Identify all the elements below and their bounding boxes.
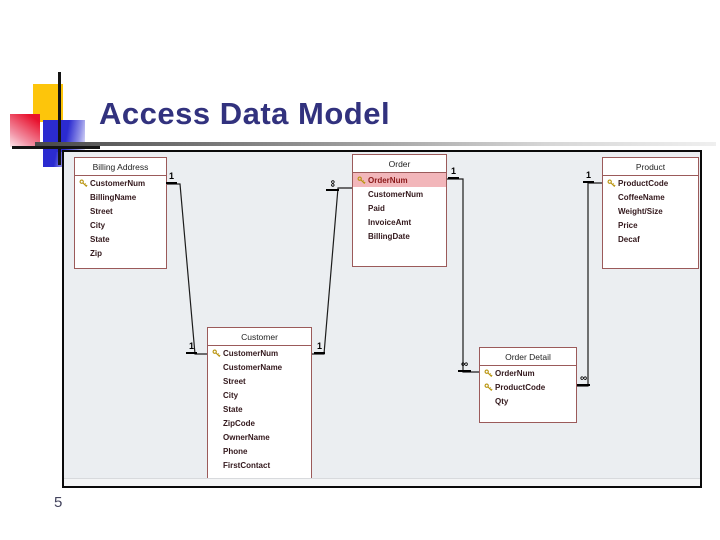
field-name: City bbox=[90, 220, 106, 230]
field-name: Paid bbox=[368, 203, 385, 213]
table-billing-address: Billing Address CustomerNum BillingName … bbox=[74, 157, 167, 269]
access-relationships-panel: Billing Address CustomerNum BillingName … bbox=[62, 150, 702, 488]
field-row: ProductCode bbox=[480, 380, 576, 394]
infinity-glyph: ∞ bbox=[327, 179, 339, 188]
field-row: OrderNum bbox=[480, 366, 576, 380]
field-name: City bbox=[223, 390, 239, 400]
cardinality-many-label: ∞ bbox=[326, 179, 340, 191]
field-name: ZipCode bbox=[223, 418, 255, 428]
primary-key-icon bbox=[484, 369, 495, 378]
field-row: Price bbox=[603, 218, 698, 232]
relationship-line-product-orderdetail bbox=[577, 182, 602, 387]
field-row: CustomerName bbox=[208, 360, 311, 374]
field-name: CustomerName bbox=[223, 362, 283, 372]
decoration-blue-small-square bbox=[43, 152, 62, 167]
field-name: CustomerNum bbox=[90, 178, 146, 188]
field-row: Street bbox=[75, 204, 166, 218]
field-name: FirstContact bbox=[223, 460, 271, 470]
field-row: BillingName bbox=[75, 190, 166, 204]
field-name: State bbox=[223, 404, 243, 414]
slide-page-number: 5 bbox=[54, 494, 63, 511]
table-title: Customer bbox=[208, 328, 311, 346]
field-row: InvoiceAmt bbox=[353, 215, 446, 229]
field-row: Decaf bbox=[603, 232, 698, 246]
page-title: Access Data Model bbox=[99, 96, 391, 131]
field-row: ZipCode bbox=[208, 416, 311, 430]
cardinality-one-label: 1 bbox=[314, 341, 326, 354]
field-row: Weight/Size bbox=[603, 204, 698, 218]
field-name: CustomerNum bbox=[368, 189, 424, 199]
field-name: BillingDate bbox=[368, 231, 410, 241]
field-row: City bbox=[75, 218, 166, 232]
primary-key-icon bbox=[484, 383, 495, 392]
field-name: OrderNum bbox=[368, 175, 408, 185]
field-row: State bbox=[208, 402, 311, 416]
table-title: Billing Address bbox=[75, 158, 166, 176]
field-row: CustomerNum bbox=[208, 346, 311, 360]
field-name: ProductCode bbox=[495, 382, 546, 392]
field-name: Qty bbox=[495, 396, 509, 406]
field-name: ProductCode bbox=[618, 178, 669, 188]
field-row: OwnerName bbox=[208, 430, 311, 444]
field-name: Price bbox=[618, 220, 638, 230]
field-row: CustomerNum bbox=[75, 176, 166, 190]
field-name: State bbox=[90, 234, 110, 244]
field-name: Street bbox=[90, 206, 113, 216]
field-row: Phone bbox=[208, 444, 311, 458]
field-row: ProductCode bbox=[603, 176, 698, 190]
field-name: OwnerName bbox=[223, 432, 270, 442]
decoration-red-square bbox=[10, 114, 40, 147]
cardinality-many-label: ∞ bbox=[577, 374, 591, 386]
field-row: Paid bbox=[353, 201, 446, 215]
primary-key-icon bbox=[607, 179, 618, 188]
field-name: BillingName bbox=[90, 192, 137, 202]
cardinality-one-label: 1 bbox=[583, 170, 595, 183]
field-row-selected: OrderNum bbox=[353, 173, 446, 187]
field-name: Street bbox=[223, 376, 246, 386]
field-row: CustomerNum bbox=[353, 187, 446, 201]
cardinality-one-label: 1 bbox=[448, 166, 460, 179]
cardinality-one-label: 1 bbox=[186, 341, 198, 354]
field-name: Weight/Size bbox=[618, 206, 663, 216]
table-order-detail: Order Detail OrderNum ProductCode Qty bbox=[479, 347, 577, 423]
field-name: Zip bbox=[90, 248, 102, 258]
title-underline-rule bbox=[35, 142, 716, 146]
field-row: BillingDate bbox=[353, 229, 446, 243]
table-order: Order OrderNum CustomerNum Paid InvoiceA… bbox=[352, 154, 447, 267]
decoration-vertical-line bbox=[58, 72, 61, 165]
field-row: City bbox=[208, 388, 311, 402]
field-row: Zip bbox=[75, 246, 166, 260]
field-name: CoffeeName bbox=[618, 192, 665, 202]
field-row: State bbox=[75, 232, 166, 246]
relationship-line-billing-customer bbox=[167, 183, 207, 355]
cardinality-one-label: 1 bbox=[166, 171, 178, 184]
primary-key-icon bbox=[212, 349, 223, 358]
cardinality-many-label: ∞ bbox=[458, 360, 472, 372]
field-name: InvoiceAmt bbox=[368, 217, 412, 227]
relationship-line-order-orderdetail bbox=[447, 178, 479, 373]
table-title: Order Detail bbox=[480, 348, 576, 366]
table-product: Product ProductCode CoffeeName Weight/Si… bbox=[602, 157, 699, 269]
primary-key-icon bbox=[79, 179, 90, 188]
decoration-horizontal-line bbox=[12, 146, 100, 149]
field-row: CoffeeName bbox=[603, 190, 698, 204]
horizontal-scrollbar[interactable] bbox=[64, 478, 700, 486]
field-name: Phone bbox=[223, 446, 248, 456]
table-title: Order bbox=[353, 155, 446, 173]
field-row: Qty bbox=[480, 394, 576, 408]
field-row: Street bbox=[208, 374, 311, 388]
table-customer: Customer CustomerNum CustomerName Street… bbox=[207, 327, 312, 479]
field-row: FirstContact bbox=[208, 458, 311, 472]
field-name: CustomerNum bbox=[223, 348, 279, 358]
primary-key-icon bbox=[357, 176, 368, 185]
field-name: Decaf bbox=[618, 234, 640, 244]
field-name: OrderNum bbox=[495, 368, 535, 378]
relationship-line-customer-order bbox=[312, 187, 352, 355]
table-title: Product bbox=[603, 158, 698, 176]
